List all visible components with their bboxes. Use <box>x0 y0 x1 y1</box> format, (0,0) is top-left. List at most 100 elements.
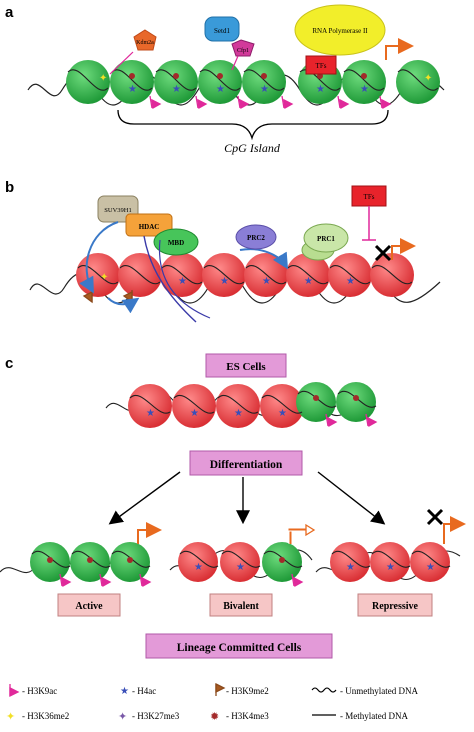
nucleosome <box>76 253 120 297</box>
svg-text:★: ★ <box>426 562 435 573</box>
legend-h3k27me3: - H3K27me3 <box>132 711 180 721</box>
nucleosome <box>328 253 372 297</box>
h4ac-mark: ★ <box>260 84 269 95</box>
h4ac-mark: ★ <box>346 276 355 287</box>
kdm2a-label: Kdm2a <box>136 40 154 46</box>
legend: - H3K9ac ★ - H4ac - H3K9me2 - Unmethylat… <box>6 682 418 723</box>
hdac-label: HDAC <box>139 223 160 231</box>
h3k36me2-legend-icon: ✦ <box>6 710 15 723</box>
h4ac-mark: ★ <box>304 276 313 287</box>
bivalent-label: Bivalent <box>223 601 259 612</box>
h4ac-mark: ★ <box>360 84 369 95</box>
rna-polymerase-protein <box>294 4 386 56</box>
block-x-icon <box>374 244 392 262</box>
h3k27me3-legend-icon: ✦ <box>118 710 127 723</box>
differentiation-box <box>189 450 303 476</box>
nucleosome <box>260 384 304 428</box>
cfp1-label: Cfp1 <box>237 47 249 54</box>
h3k36me2-mark: ✦ <box>99 73 107 84</box>
svg-text:★: ★ <box>278 408 287 419</box>
legend-unmethylated: - Unmethylated DNA <box>340 686 418 696</box>
active-label: Active <box>75 601 103 612</box>
nucleosome <box>172 384 216 428</box>
h4ac-mark: ★ <box>262 276 271 287</box>
nucleosome <box>370 253 414 297</box>
svg-text:★: ★ <box>146 408 155 419</box>
arrow-to-repressive <box>317 471 386 525</box>
h4ac-mark: ★ <box>178 276 187 287</box>
h3k4me3-mark <box>129 73 135 79</box>
h3k4me3-mark <box>261 73 267 79</box>
tfs-label-a: TFs <box>316 62 327 70</box>
arrow-to-active <box>108 471 181 525</box>
h3k4me3-mark <box>173 73 179 79</box>
repressive-box <box>357 593 433 617</box>
svg-text:★: ★ <box>236 562 245 573</box>
h4ac-mark: ★ <box>220 276 229 287</box>
cfp1-protein <box>231 39 255 57</box>
nucleosome <box>342 60 386 104</box>
nucleosome <box>198 60 242 104</box>
legend-h3k9me2: - H3K9me2 <box>226 686 269 696</box>
nucleosome <box>160 253 204 297</box>
nucleosome <box>110 60 154 104</box>
h4ac-mark: ★ <box>216 84 225 95</box>
lineage-box <box>145 633 333 659</box>
mbd-protein <box>153 228 199 256</box>
h3k36me2-mark: ✦ <box>424 73 432 84</box>
panel-b-letter: b <box>5 179 14 196</box>
nucleosome <box>296 382 336 422</box>
hdac-protein <box>125 213 173 237</box>
panel-a-letter: a <box>5 4 14 21</box>
prc1-protein <box>303 223 349 253</box>
transcription-arrow <box>385 38 414 60</box>
h3k4me3-legend-icon: ✹ <box>210 710 219 723</box>
prc1-label: PRC1 <box>317 235 335 243</box>
h3k4me3-mark <box>361 73 367 79</box>
bivalent-box <box>209 593 273 617</box>
svg-text:★: ★ <box>346 562 355 573</box>
h4ac-legend-icon: ★ <box>120 686 129 697</box>
nucleosome <box>154 60 198 104</box>
h3k36me2-mark: ✦ <box>100 272 108 283</box>
legend-methylated: - Methylated DNA <box>340 711 408 721</box>
h3k4me3-mark <box>217 73 223 79</box>
legend-h4ac: - H4ac <box>132 686 156 696</box>
mbd-label: MBD <box>168 239 184 247</box>
nucleosome <box>336 382 376 422</box>
es-cells-label: ES Cells <box>226 361 266 373</box>
kdm2a-protein <box>133 29 157 51</box>
tfs-protein-a <box>305 55 337 75</box>
nucleosome <box>216 384 260 428</box>
block-x-icon-c <box>426 508 444 526</box>
cpg-island-label: CpG Island <box>224 141 281 155</box>
h4ac-mark: ★ <box>316 84 325 95</box>
es-cells-box <box>205 353 287 378</box>
lineage-label: Lineage Committed Cells <box>177 642 302 654</box>
suv39h1-label: SUV39H1 <box>104 207 131 214</box>
unmethylated-dna-icon <box>311 687 337 693</box>
tfs-label-b: TFs <box>364 193 375 201</box>
h4ac-mark: ★ <box>172 84 181 95</box>
setd1-protein <box>204 16 240 42</box>
h3k9me2-legend-icon <box>215 682 226 696</box>
nucleosome <box>286 253 330 297</box>
svg-text:★: ★ <box>190 408 199 419</box>
svg-text:★: ★ <box>234 408 243 419</box>
nucleosome <box>396 60 440 104</box>
svg-text:★: ★ <box>386 562 395 573</box>
legend-h3k9ac: - H3K9ac <box>22 686 57 696</box>
nucleosome-row-a <box>66 60 440 104</box>
svg-text:★: ★ <box>194 562 203 573</box>
setd1-label: Setd1 <box>214 27 230 35</box>
active-box <box>57 593 121 617</box>
differentiation-label: Differentiation <box>210 459 283 471</box>
repressive-label: Repressive <box>372 601 418 612</box>
nucleosome <box>242 60 286 104</box>
nucleosome-row-es <box>128 382 376 428</box>
panel-c-letter: c <box>5 355 13 372</box>
cpg-bracket <box>117 109 389 141</box>
nucleosome <box>202 253 246 297</box>
h4ac-mark: ★ <box>128 84 137 95</box>
